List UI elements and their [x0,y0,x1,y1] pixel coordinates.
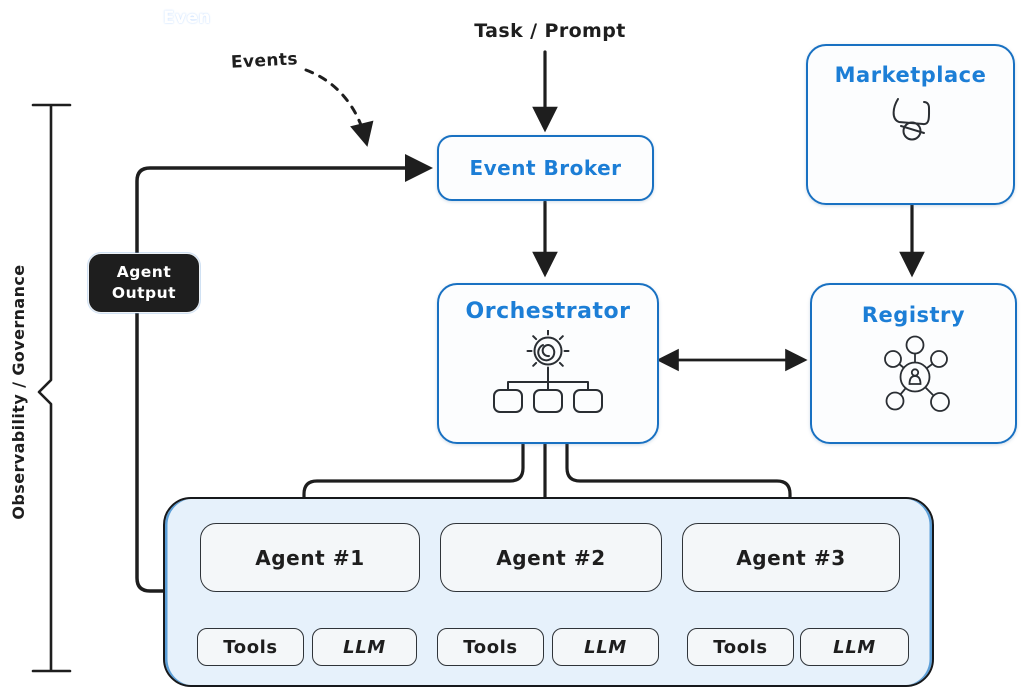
agent-2-tools-label: Tools [463,636,518,658]
observability-bracket [31,103,72,673]
arrow-events-dashed [304,68,374,147]
task-prompt-label: Task / Prompt [474,20,626,42]
agent-3-label: Agent #3 [736,545,846,570]
agent-3-tools-node: Tools [687,628,794,666]
agent-3-llm-node: LLM [800,628,909,666]
agent-1-llm-label: LLM [343,636,386,658]
agent-2-llm-node: LLM [552,628,659,666]
shopping-cart-icon [892,98,930,141]
agent-1-llm-node: LLM [312,628,417,666]
agent-3-tools-label: Tools [713,636,768,658]
agent-3-llm-label: LLM [833,636,876,658]
network-hub-icon [883,335,950,412]
agent-2-llm-label: LLM [584,636,627,658]
events-label: Events [230,49,299,73]
orchestrator-node: Orchestrator [437,283,659,444]
agent-1-node: Agent #1 [200,523,420,592]
event-broker-node: Event Broker [437,135,654,201]
gear-hierarchy-icon [493,330,603,413]
registry-title: Registry [861,303,966,327]
agent-1-tools-label: Tools [223,636,278,658]
observability-governance-label: Observability / Governance [9,264,28,520]
even-label: Even [163,8,211,28]
arrow-orchestrator-to-agent3 [565,439,792,499]
agent-2-tools-node: Tools [437,628,544,666]
agent-3-node: Agent #3 [682,523,900,592]
event-broker-title: Event Broker [469,156,622,180]
agent-2-label: Agent #2 [496,545,606,570]
agent-1-tools-node: Tools [197,628,304,666]
arrow-agent-output-loop [135,154,433,593]
marketplace-title: Marketplace [834,63,987,87]
agent-1-label: Agent #1 [255,545,365,570]
registry-node: Registry [810,283,1017,444]
arrow-orchestrator-to-agent1 [302,439,525,499]
orchestrator-title: Orchestrator [465,299,631,324]
marketplace-node: Marketplace [806,44,1015,205]
agent-2-node: Agent #2 [440,523,662,592]
agent-output-badge: Agent Output [88,253,200,313]
